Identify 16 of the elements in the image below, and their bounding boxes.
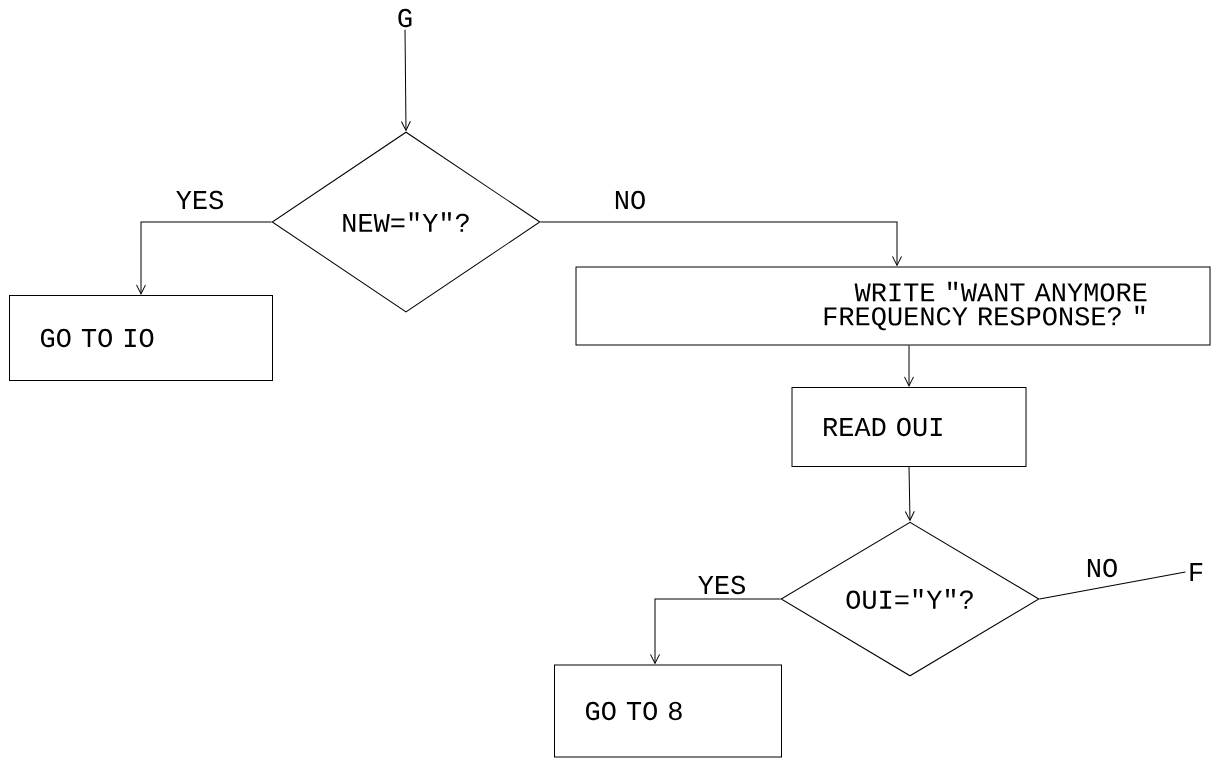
edge-label: NO (611, 188, 649, 212)
process-box: GO TO IO (9, 295, 273, 381)
arrow (904, 345, 914, 387)
edge-label: NO (1083, 556, 1121, 580)
process-box: WRITE "WANT ANYMORE FREQUENCY RESPONSE? " (575, 266, 1211, 346)
edge-label: YES (173, 188, 227, 212)
edge-label: YES (695, 573, 749, 597)
arrow (400, 29, 411, 131)
process-box: GO TO 8 (554, 664, 782, 758)
arrow (136, 221, 272, 295)
arrow (650, 598, 781, 664)
arrow (904, 466, 915, 521)
process-box: READ OUI (791, 387, 1027, 467)
arrow (540, 221, 902, 266)
terminal-label: G (398, 8, 412, 28)
terminal-label: F (1190, 563, 1203, 581)
